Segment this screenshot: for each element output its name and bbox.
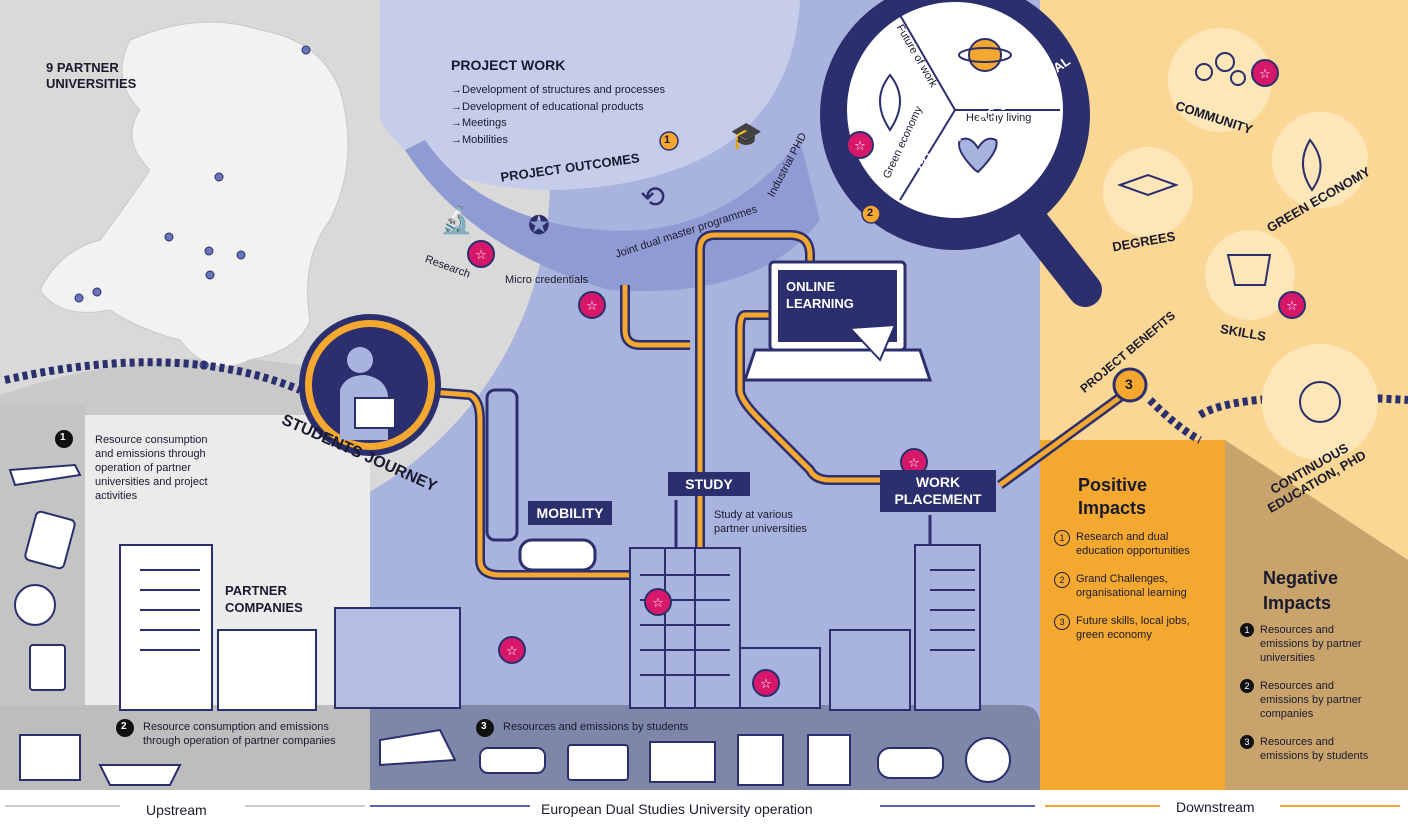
outcome-micro-credentials: Micro credentials [505, 274, 589, 286]
project-work-item: →Development of structures and processes [451, 84, 665, 96]
negative-item: 3 Resources and emissions by students [1240, 735, 1400, 763]
svg-text:☆: ☆ [908, 456, 920, 471]
negative-item-text: Resources and emissions by students [1260, 736, 1369, 762]
partner-companies-label: PARTNER COMPANIES [225, 583, 303, 615]
positive-item-number: 2 [1054, 572, 1070, 588]
negative-item-number: 3 [1240, 735, 1254, 749]
svg-text:☆: ☆ [586, 299, 598, 314]
svg-text:☆: ☆ [854, 139, 866, 154]
svg-text:☆: ☆ [475, 248, 487, 263]
benefits-number: 3 [1125, 376, 1133, 392]
project-work-item: →Meetings [451, 117, 507, 129]
footer-downstream: Downstream [1176, 799, 1255, 815]
note1-number: 1 [60, 432, 66, 443]
positive-item-number: 3 [1054, 614, 1070, 630]
negative-item-number: 1 [1240, 623, 1254, 637]
focal-healthy-living: Healthy living [966, 112, 1032, 124]
footer-upstream: Upstream [146, 802, 207, 818]
positive-item-text: Future skills, local jobs, green economy [1076, 615, 1190, 641]
negative-item: 2 Resources and emissions by partner comp… [1240, 679, 1400, 721]
project-work-item: →Mobilities [451, 133, 508, 146]
positive-item-text: Research and dual education opportunitie… [1076, 531, 1190, 557]
outcomes-number: 1 [664, 134, 671, 146]
refresh-icon: ⟲ [640, 181, 666, 214]
positive-impacts-area [1040, 440, 1225, 790]
footer-operation: European Dual Studies University operati… [541, 801, 813, 817]
mobility-banner: MOBILITY [528, 501, 612, 525]
svg-text:☆: ☆ [760, 677, 772, 692]
positive-impacts-title: Positive Impacts [1078, 475, 1148, 518]
focal-number: 2 [867, 207, 874, 219]
study-note: Study at various partner universities [714, 509, 807, 535]
online-learning-label: ONLINE LEARNING [786, 279, 854, 311]
positive-item-number: 1 [1054, 530, 1070, 546]
negative-impacts-title: Negative Impacts [1263, 568, 1339, 613]
project-work-item: →Development of educational products [451, 100, 644, 113]
students-note: Resources and emissions by students [503, 721, 689, 733]
negative-item-text: Resources and emissions by partner compa… [1260, 680, 1362, 720]
upstream-note-2: Resource consumption and emissions throu… [143, 721, 336, 747]
positive-item-text: Grand Challenges, organisational learnin… [1076, 573, 1187, 599]
negative-impacts-area [1225, 440, 1408, 790]
negative-item: 1 Resources and emissions by partner univ… [1240, 623, 1400, 665]
positive-item: 3 Future skills, local jobs, green econom… [1054, 614, 1214, 642]
upstream-note-1: Resource consumption and emissions throu… [95, 434, 208, 502]
negative-item-text: Resources and emissions by partner unive… [1260, 624, 1362, 664]
graduation-cap-icon: 🎓 [730, 120, 763, 150]
svg-text:☆: ☆ [506, 644, 518, 659]
project-work-title: PROJECT WORK [451, 57, 566, 73]
map-title: 9 PARTNER UNIVERSITIES [46, 60, 137, 91]
svg-text:☆: ☆ [652, 596, 664, 611]
project-work-list: →Development of structures and processes… [451, 82, 665, 148]
negative-item-number: 2 [1240, 679, 1254, 693]
positive-item: 2 Grand Challenges, organisational learni… [1054, 572, 1214, 600]
medal-icon: ✪ [528, 210, 550, 240]
work-placement-banner: WORK PLACEMENT [880, 470, 996, 512]
study-banner: STUDY [668, 472, 750, 496]
microscope-icon: 🔬 [440, 205, 473, 235]
svg-text:☆: ☆ [1259, 67, 1271, 82]
note3-number: 3 [481, 721, 487, 732]
svg-text:☆: ☆ [1286, 299, 1298, 314]
positive-item: 1 Research and dual education opportuniti… [1054, 530, 1214, 558]
note2-number: 2 [121, 721, 127, 732]
